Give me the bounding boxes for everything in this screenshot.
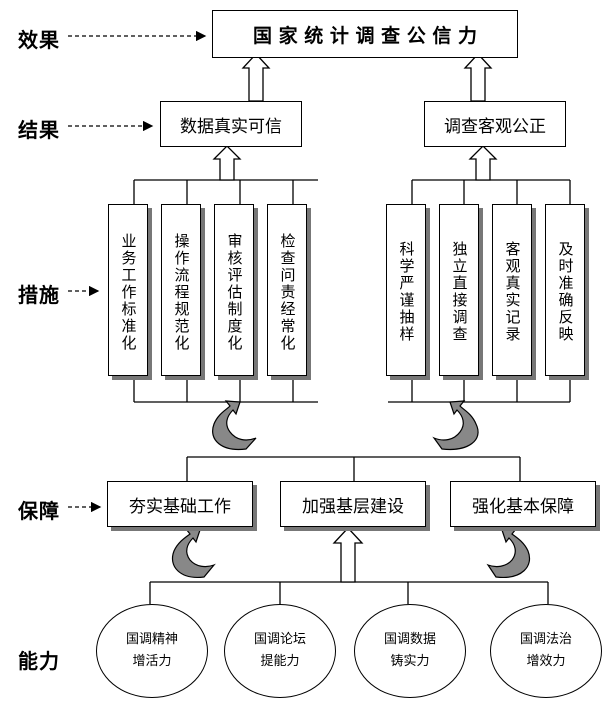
measure-box-left-1: 业务工作标准化 (108, 204, 148, 376)
block-arrow-left-to-top (241, 53, 271, 102)
capability-3-line1: 国调数据 (383, 632, 436, 647)
measure-box-right-2: 独立直接调查 (439, 204, 479, 376)
result-box-right: 调查客观公正 (424, 101, 566, 147)
measure-box-left-4: 检查问责经常化 (267, 204, 307, 376)
curved-arrow-left-guarantee (171, 528, 216, 578)
measure-box-left-3: 审核评估制度化 (214, 204, 254, 376)
measure-box-left-2: 操作流程规范化 (161, 204, 201, 376)
capability-1-line1: 国调精神 (125, 632, 178, 647)
guarantee-box-1: 夯实基础工作 (107, 481, 253, 527)
capability-ellipse-2: 国调论坛 提能力 (224, 604, 336, 698)
capability-ellipse-3: 国调数据 铸实力 (354, 604, 466, 698)
block-arrow-measures-to-result-right (468, 145, 498, 181)
block-arrow-right-to-top (463, 53, 493, 102)
capability-ellipse-4: 国调法治 增效力 (490, 604, 602, 698)
block-arrow-measures-to-result (212, 145, 242, 181)
measure-box-right-3: 客观真实记录 (492, 204, 532, 376)
level-label-result: 结果 (18, 118, 60, 142)
measure-box-right-4: 及时准确反映 (545, 204, 585, 376)
capability-2-line2: 提能力 (260, 654, 300, 669)
curved-arrow-left-measures (212, 400, 257, 451)
measure-box-right-1: 科学严谨抽样 (386, 204, 426, 376)
result-box-left: 数据真实可信 (160, 101, 302, 147)
curved-arrow-right-guarantee (486, 528, 531, 578)
capability-4-line2: 增效力 (526, 654, 566, 669)
level-label-guarantee: 保障 (18, 499, 60, 523)
level-label-capability: 能力 (18, 649, 60, 673)
top-effect-box: 国 家 统 计 调 查 公 信 力 (212, 10, 518, 58)
capability-1-line2: 增活力 (132, 654, 172, 669)
guarantee-box-3: 强化基本保障 (450, 481, 596, 527)
curved-arrow-right-measures (432, 400, 479, 451)
level-label-effect: 效果 (18, 28, 60, 52)
capability-3-line2: 铸实力 (390, 654, 430, 669)
block-arrow-capability-to-guarantee (332, 527, 364, 583)
capability-4-line1: 国调法治 (519, 632, 572, 647)
capability-ellipse-1: 国调精神 增活力 (96, 604, 208, 698)
guarantee-box-2: 加强基层建设 (280, 481, 426, 527)
capability-2-line1: 国调论坛 (253, 632, 306, 647)
level-label-measures: 措施 (18, 283, 60, 307)
